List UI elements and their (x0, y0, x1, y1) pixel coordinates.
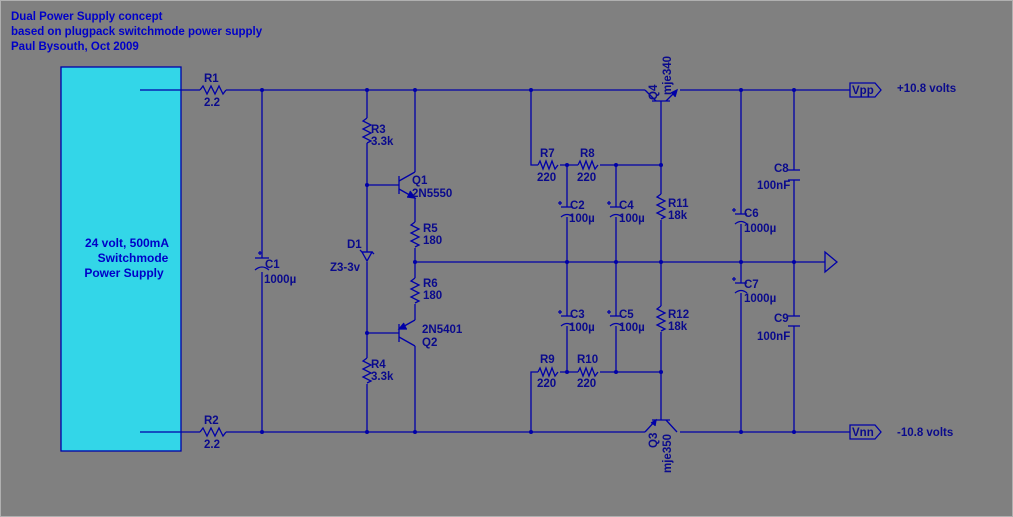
resistor-r6: R6 180 (409, 277, 442, 304)
psu-box (60, 66, 182, 452)
resistor-r10: R10 220 (577, 354, 599, 390)
r2-ref: R2 (204, 415, 219, 427)
resistor-r9: R9 220 (537, 354, 559, 390)
q3-ref: Q3 (648, 433, 660, 448)
psu-line-1: 24 volt, 500mA (85, 236, 169, 250)
r7-value: 220 (537, 172, 556, 184)
d1-value: Z3-3v (330, 262, 361, 274)
zener-d1: D1 Z3-3v (330, 239, 375, 274)
d1-ref: D1 (347, 239, 362, 251)
vpp-voltage: +10.8 volts (897, 83, 956, 95)
r12-ref: R12 (668, 309, 689, 321)
r4-value: 3.3k (371, 371, 394, 383)
c9-ref: C9 (774, 313, 789, 325)
q4-value: mje340 (662, 56, 674, 95)
r1-ref: R1 (204, 73, 219, 85)
capacitor-c1: C1 1000µ (254, 251, 296, 286)
c5-ref: C5 (619, 309, 634, 321)
c7-value: 1000µ (744, 293, 776, 305)
junctions (260, 88, 796, 434)
c4-value: 100µ (619, 213, 645, 225)
c6-ref: C6 (744, 208, 759, 220)
capacitor-c3: C3 100µ (558, 309, 595, 334)
r8-value: 220 (577, 172, 596, 184)
r11-value: 18k (668, 210, 688, 222)
capacitor-c4: C4 100µ (607, 200, 645, 225)
c6-value: 1000µ (744, 223, 776, 235)
c9-value: 100nF (757, 331, 790, 343)
capacitor-c5: C5 100µ (607, 309, 645, 334)
r5-ref: R5 (423, 223, 438, 235)
r7-ref: R7 (540, 148, 555, 160)
r5-value: 180 (423, 235, 442, 247)
capacitor-c7: C7 1000µ (732, 277, 776, 305)
port-vpp: Vpp +10.8 volts (849, 82, 956, 98)
c8-ref: C8 (774, 163, 789, 175)
title-line-1: Dual Power Supply concept (11, 11, 163, 23)
transistor-q1: Q1 2N5550 (398, 171, 452, 200)
r11-ref: R11 (668, 198, 689, 210)
psu-line-2: Switchmode (98, 251, 169, 265)
title-block: Dual Power Supply concept based on plugp… (11, 11, 263, 53)
resistor-r5: R5 180 (409, 221, 442, 248)
resistor-r8: R8 220 (577, 148, 599, 184)
q1-ref: Q1 (412, 175, 428, 187)
r12-value: 18k (668, 321, 688, 333)
r10-value: 220 (577, 378, 596, 390)
r8-ref: R8 (580, 148, 595, 160)
resistor-r7: R7 220 (537, 148, 559, 184)
c3-value: 100µ (569, 322, 595, 334)
r10-ref: R10 (577, 354, 598, 366)
r3-value: 3.3k (371, 136, 394, 148)
capacitor-c8: C8 100nF (757, 163, 800, 192)
c5-value: 100µ (619, 322, 645, 334)
capacitor-c6: C6 1000µ (732, 208, 776, 235)
q3-value: mje350 (662, 434, 674, 473)
common-ground-arrow (824, 250, 839, 274)
resistor-r12: R12 18k (655, 305, 689, 333)
c1-ref: C1 (265, 259, 280, 271)
transistor-q2: 2N5401 Q2 (397, 319, 463, 349)
q1-value: 2N5550 (412, 188, 452, 200)
r6-ref: R6 (423, 278, 438, 290)
resistor-r4: R4 3.3k (361, 357, 394, 384)
wires (140, 89, 850, 433)
c3-ref: C3 (570, 309, 585, 321)
r4-ref: R4 (371, 359, 386, 371)
resistor-r3: R3 3.3k (361, 117, 394, 148)
vnn-voltage: -10.8 volts (897, 427, 953, 439)
r2-value: 2.2 (204, 439, 220, 451)
capacitor-c9: C9 100nF (757, 313, 800, 343)
r9-ref: R9 (540, 354, 555, 366)
r1-value: 2.2 (204, 97, 220, 109)
q4-ref: Q4 (648, 84, 660, 100)
transistor-q4: Q4 mje340 (644, 56, 679, 105)
q2-ref: Q2 (422, 337, 437, 349)
c2-value: 100µ (569, 213, 595, 225)
c1-value: 1000µ (264, 274, 296, 286)
transistor-q3: Q3 mje350 (644, 418, 678, 473)
title-line-3: Paul Bysouth, Oct 2009 (11, 41, 139, 53)
c7-ref: C7 (744, 279, 759, 291)
capacitor-c2: C2 100µ (558, 200, 595, 225)
c8-value: 100nF (757, 180, 790, 192)
r3-ref: R3 (371, 124, 386, 136)
title-line-2: based on plugpack switchmode power suppl… (11, 26, 263, 38)
c2-ref: C2 (570, 200, 585, 212)
vnn-name: Vnn (852, 427, 874, 439)
resistor-r1: R1 2.2 (199, 73, 227, 109)
resistor-r2: R2 2.2 (199, 415, 227, 451)
q2-value: 2N5401 (422, 324, 463, 336)
vpp-name: Vpp (852, 85, 874, 97)
r6-value: 180 (423, 290, 442, 302)
psu-line-3: Power Supply (84, 266, 164, 280)
psu-block: 24 volt, 500mA Switchmode Power Supply (60, 66, 182, 452)
resistor-r11: R11 18k (655, 193, 689, 222)
port-vnn: Vnn -10.8 volts (849, 424, 953, 440)
c4-ref: C4 (619, 200, 634, 212)
r9-value: 220 (537, 378, 556, 390)
